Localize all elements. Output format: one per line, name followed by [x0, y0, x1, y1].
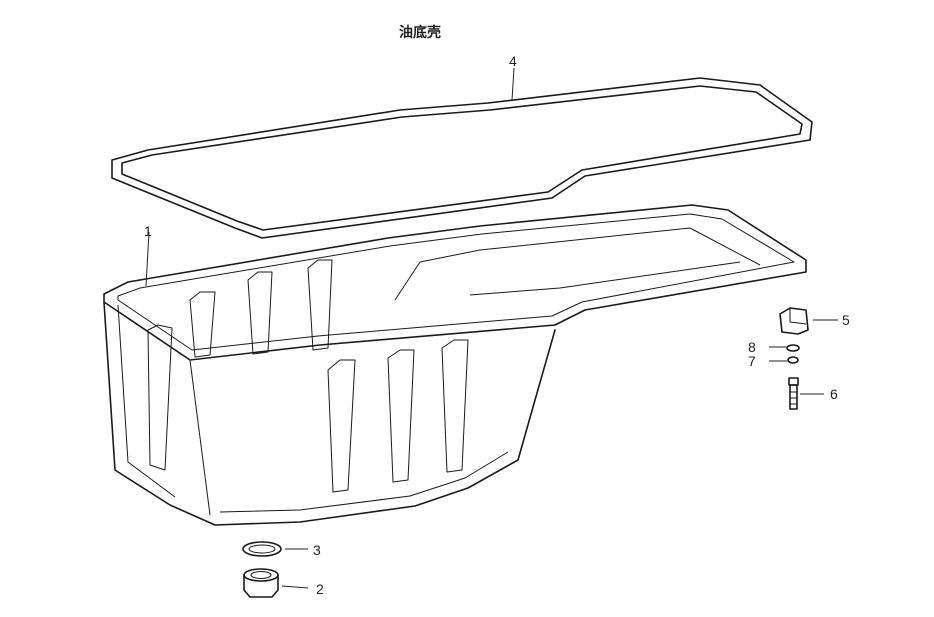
washer-8	[786, 344, 800, 352]
callout-1: 1	[144, 223, 152, 239]
washer-7	[787, 356, 799, 364]
bolt	[788, 377, 799, 410]
callout-5: 5	[842, 312, 850, 328]
drain-plug	[243, 568, 279, 598]
diagram-title: 油底壳	[399, 25, 441, 41]
callout-6: 6	[830, 386, 838, 402]
leader-lines	[145, 67, 838, 589]
oil-pan-gasket	[111, 77, 813, 239]
clip-bracket	[779, 307, 809, 335]
callout-4: 4	[509, 53, 517, 69]
callout-3: 3	[313, 542, 321, 558]
callout-2: 2	[316, 581, 324, 597]
callout-7: 7	[748, 353, 756, 369]
oil-pan	[103, 204, 807, 526]
callout-8: 8	[748, 339, 756, 355]
drain-plug-washer	[242, 541, 282, 557]
